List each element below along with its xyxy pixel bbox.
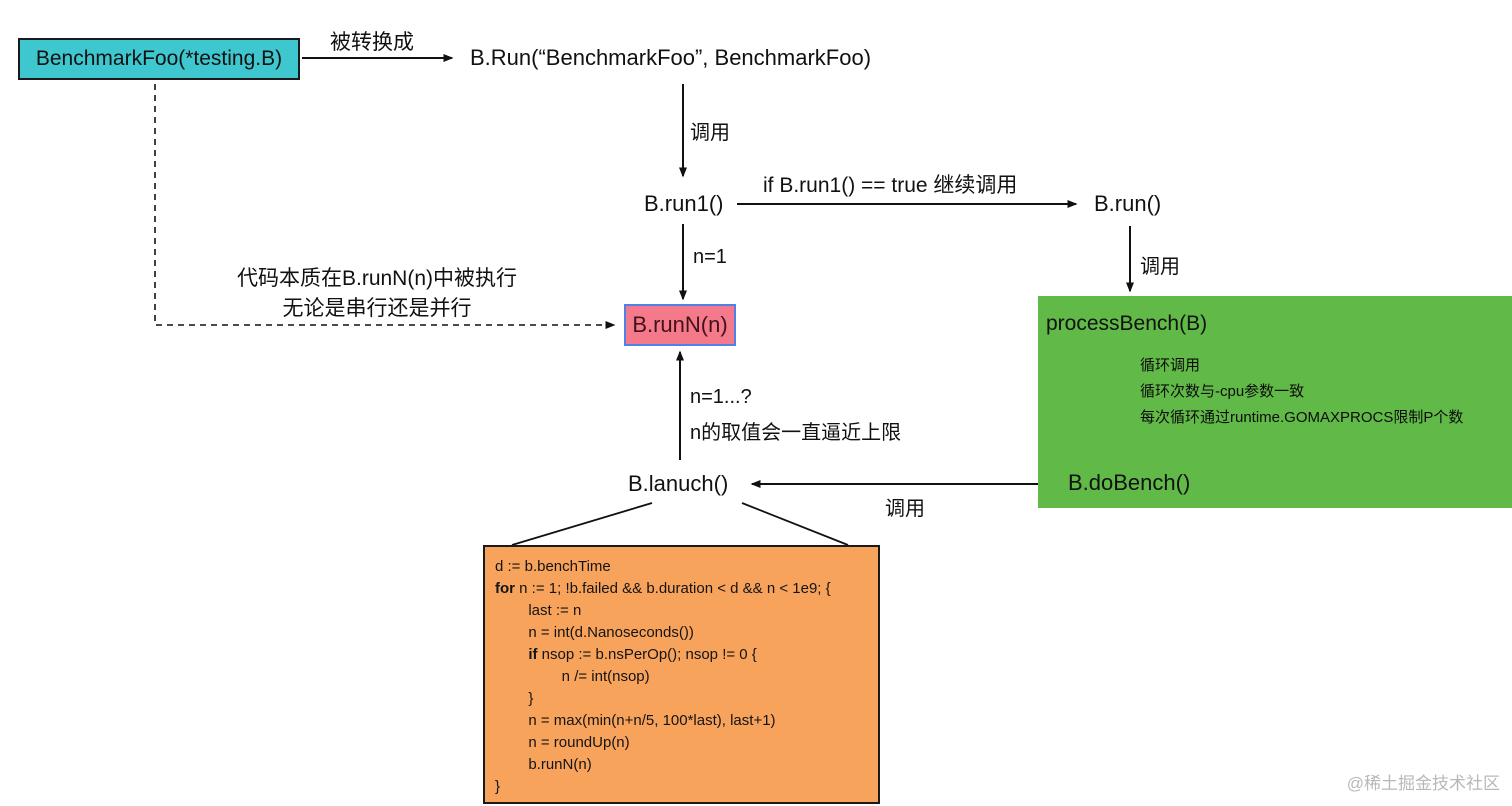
node-b-lanuch: B.lanuch() — [628, 471, 729, 496]
node-benchmarkfoo: BenchmarkFoo(*testing.B) — [18, 38, 300, 80]
watermark: @稀土掘金技术社区 — [1346, 774, 1500, 793]
node-b-run1: B.run1() — [644, 191, 724, 216]
node-b-runn-label: B.runN(n) — [632, 312, 728, 337]
processbench-note-2: 循环次数与-cpu参数一致 — [1140, 383, 1305, 400]
processbench-note-1: 循环调用 — [1140, 357, 1201, 374]
node-processbench: processBench(B) 循环调用 循环次数与-cpu参数一致 每次循环通… — [1038, 296, 1512, 508]
node-processbench-label: processBench(B) — [1046, 312, 1208, 335]
label-n-limit-note: n的取值会一直逼近上限 — [690, 422, 902, 444]
code-line: n = int(d.Nanoseconds()) — [495, 624, 694, 641]
label-n-range: n=1...? — [690, 386, 752, 408]
code-line: n /= int(nsop) — [495, 668, 650, 685]
code-line: } — [495, 690, 534, 707]
code-line: d := b.benchTime — [495, 558, 611, 575]
label-call-right: 调用 — [1140, 256, 1180, 278]
code-line: n = max(min(n+n/5, 100*last), last+1) — [495, 712, 776, 729]
node-b-dobench: B.doBench() — [1068, 470, 1191, 495]
node-b-run: B.run() — [1094, 191, 1162, 216]
callout-line-left — [511, 502, 653, 546]
note-essence-line1: 代码本质在B.runN(n)中被执行 — [236, 267, 518, 290]
code-line: if nsop := b.nsPerOp(); nsop != 0 { — [528, 646, 757, 663]
note-essence-line2: 无论是串行还是并行 — [282, 297, 472, 320]
node-benchmarkfoo-label: BenchmarkFoo(*testing.B) — [35, 47, 283, 70]
node-b-runn: B.runN(n) — [624, 304, 736, 346]
label-call-top: 调用 — [690, 122, 730, 144]
node-b-run-call: B.Run(“BenchmarkFoo”, BenchmarkFoo) — [470, 45, 872, 70]
callout-line-right — [741, 502, 849, 546]
code-line: b.runN(n) — [495, 756, 592, 773]
label-converted-to: 被转换成 — [330, 31, 414, 54]
code-line: } — [495, 778, 501, 795]
label-run1-condition: if B.run1() == true 继续调用 — [763, 174, 1018, 197]
processbench-note-3: 每次循环通过runtime.GOMAXPROCS限制P个数 — [1140, 409, 1464, 426]
code-line: for n := 1; !b.failed && b.duration < d … — [495, 580, 831, 597]
label-call-bottom: 调用 — [885, 498, 925, 520]
code-line: n = roundUp(n) — [495, 734, 630, 751]
code-lines: d := b.benchTime for n := 1; !b.failed &&… — [495, 556, 868, 798]
code-line: last := n — [495, 602, 582, 619]
label-n-eq-1: n=1 — [693, 246, 727, 268]
code-callout-box: d := b.benchTime for n := 1; !b.failed &&… — [483, 545, 880, 804]
